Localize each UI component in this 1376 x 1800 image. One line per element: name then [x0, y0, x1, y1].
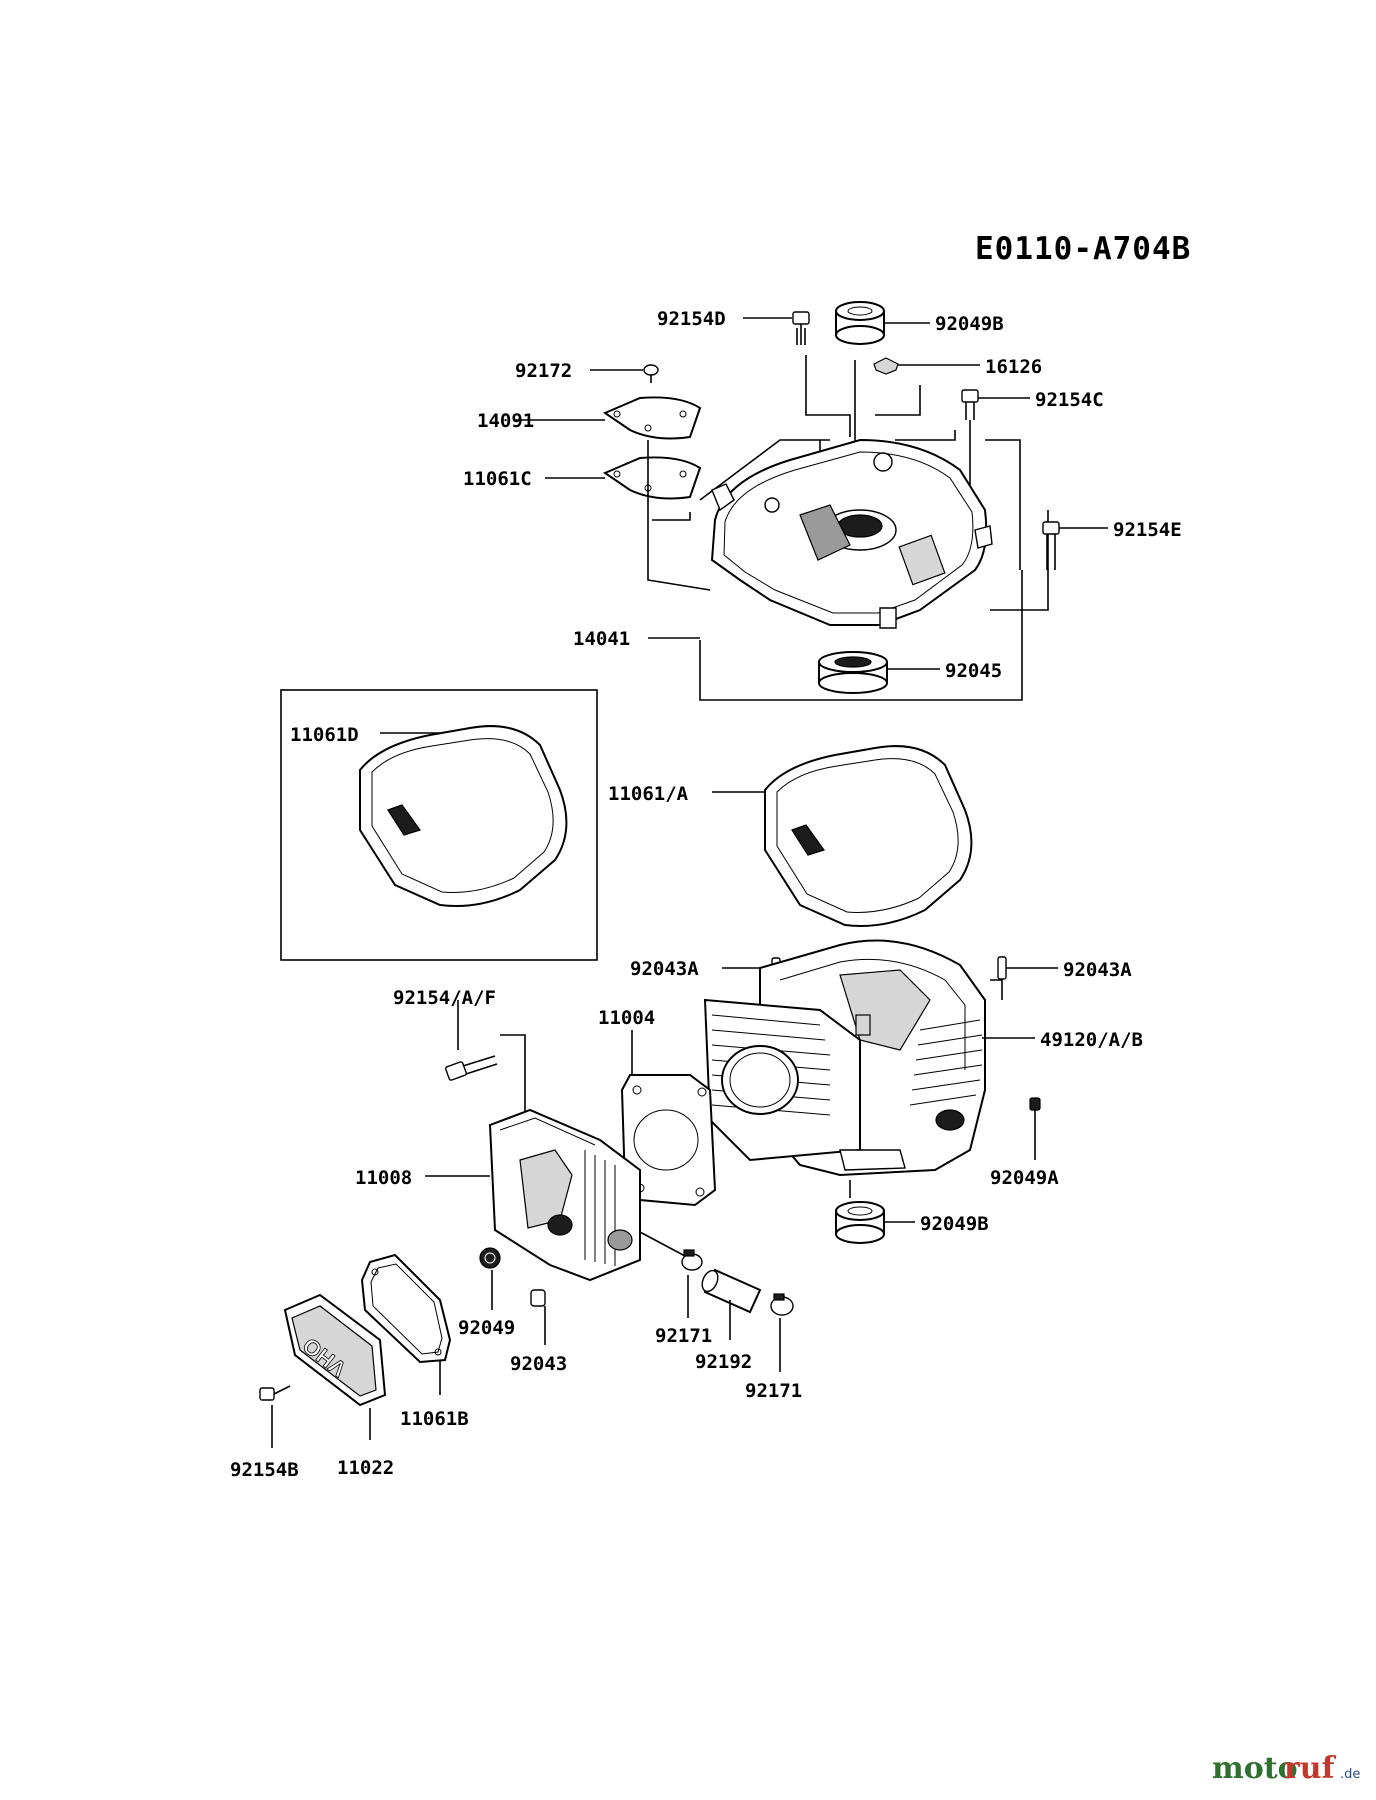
- oil-seal-92049B-bottom: [835, 1201, 885, 1244]
- label-14091: 14091: [477, 410, 534, 432]
- label-92049B-bottom: 92049B: [920, 1213, 989, 1235]
- label-16126: 16126: [985, 356, 1042, 378]
- label-11061B: 11061B: [400, 1408, 469, 1430]
- plate-14091: [602, 396, 702, 440]
- label-92171-left: 92171: [655, 1325, 712, 1347]
- diagram-code: E0110-A704B: [975, 231, 1191, 267]
- bolt-92154C: [961, 389, 979, 420]
- label-92171-right: 92171: [745, 1380, 802, 1402]
- part-16126: [873, 357, 899, 375]
- oil-seal-92045: [818, 651, 888, 694]
- label-49120AB: 49120/A/B: [1040, 1029, 1143, 1051]
- crankcase-cover-14041: [710, 438, 993, 629]
- dowel-pin-92043A-right: [997, 956, 1007, 980]
- seal-92049: [479, 1247, 501, 1269]
- label-92045: 92045: [945, 660, 1002, 682]
- watermark-ruf: ruf: [1284, 1751, 1337, 1786]
- clamp-92171-left: [681, 1249, 703, 1271]
- label-92049: 92049: [458, 1317, 515, 1339]
- gasket-11061B: [360, 1253, 452, 1364]
- dowel-92043: [530, 1289, 546, 1307]
- watermark-moto: moto: [1212, 1751, 1298, 1786]
- label-92043: 92043: [510, 1353, 567, 1375]
- label-92049B-top: 92049B: [935, 313, 1004, 335]
- label-11061D: 11061D: [290, 724, 359, 746]
- bolt-92154D: [792, 311, 810, 345]
- watermark-logo: moto ruf .de: [1212, 1751, 1360, 1786]
- label-92049A: 92049A: [990, 1167, 1059, 1189]
- hose-92192: [701, 1268, 762, 1314]
- label-11008: 11008: [355, 1167, 412, 1189]
- label-92043A-left: 92043A: [630, 958, 699, 980]
- label-92154B: 92154B: [230, 1459, 299, 1481]
- gasket-11061D: [359, 725, 568, 907]
- gasket-11061A: [764, 745, 973, 927]
- label-92154D: 92154D: [657, 308, 726, 330]
- label-11061C: 11061C: [463, 468, 532, 490]
- label-92043A-right: 92043A: [1063, 959, 1132, 981]
- watermark-suffix: .de: [1340, 1767, 1360, 1782]
- clamp-92171-right: [770, 1293, 794, 1316]
- label-92154C: 92154C: [1035, 389, 1104, 411]
- cylinder-head-11008: [488, 1108, 641, 1282]
- label-11061A: 11061/A: [608, 783, 689, 805]
- bolt-92154AF: [445, 1055, 498, 1081]
- label-92154E: 92154E: [1113, 519, 1182, 541]
- label-92172: 92172: [515, 360, 572, 382]
- rocker-cover-11022: OHV: [283, 1293, 387, 1407]
- oil-seal-92049B-top: [835, 301, 885, 345]
- bolt-92154E: [1042, 521, 1060, 570]
- label-92192: 92192: [695, 1351, 752, 1373]
- bolt-92154B: [259, 1385, 291, 1401]
- label-11022: 11022: [337, 1457, 394, 1479]
- label-14041: 14041: [573, 628, 630, 650]
- gasket-11061C: [602, 456, 702, 500]
- label-92154AF: 92154/A/F: [393, 987, 496, 1009]
- cylinder-block-49120: [703, 939, 986, 1177]
- screw-92172: [643, 364, 659, 383]
- alternate-gasket-box: [280, 689, 598, 961]
- label-11004: 11004: [598, 1007, 655, 1029]
- plug-92049A: [1029, 1097, 1041, 1111]
